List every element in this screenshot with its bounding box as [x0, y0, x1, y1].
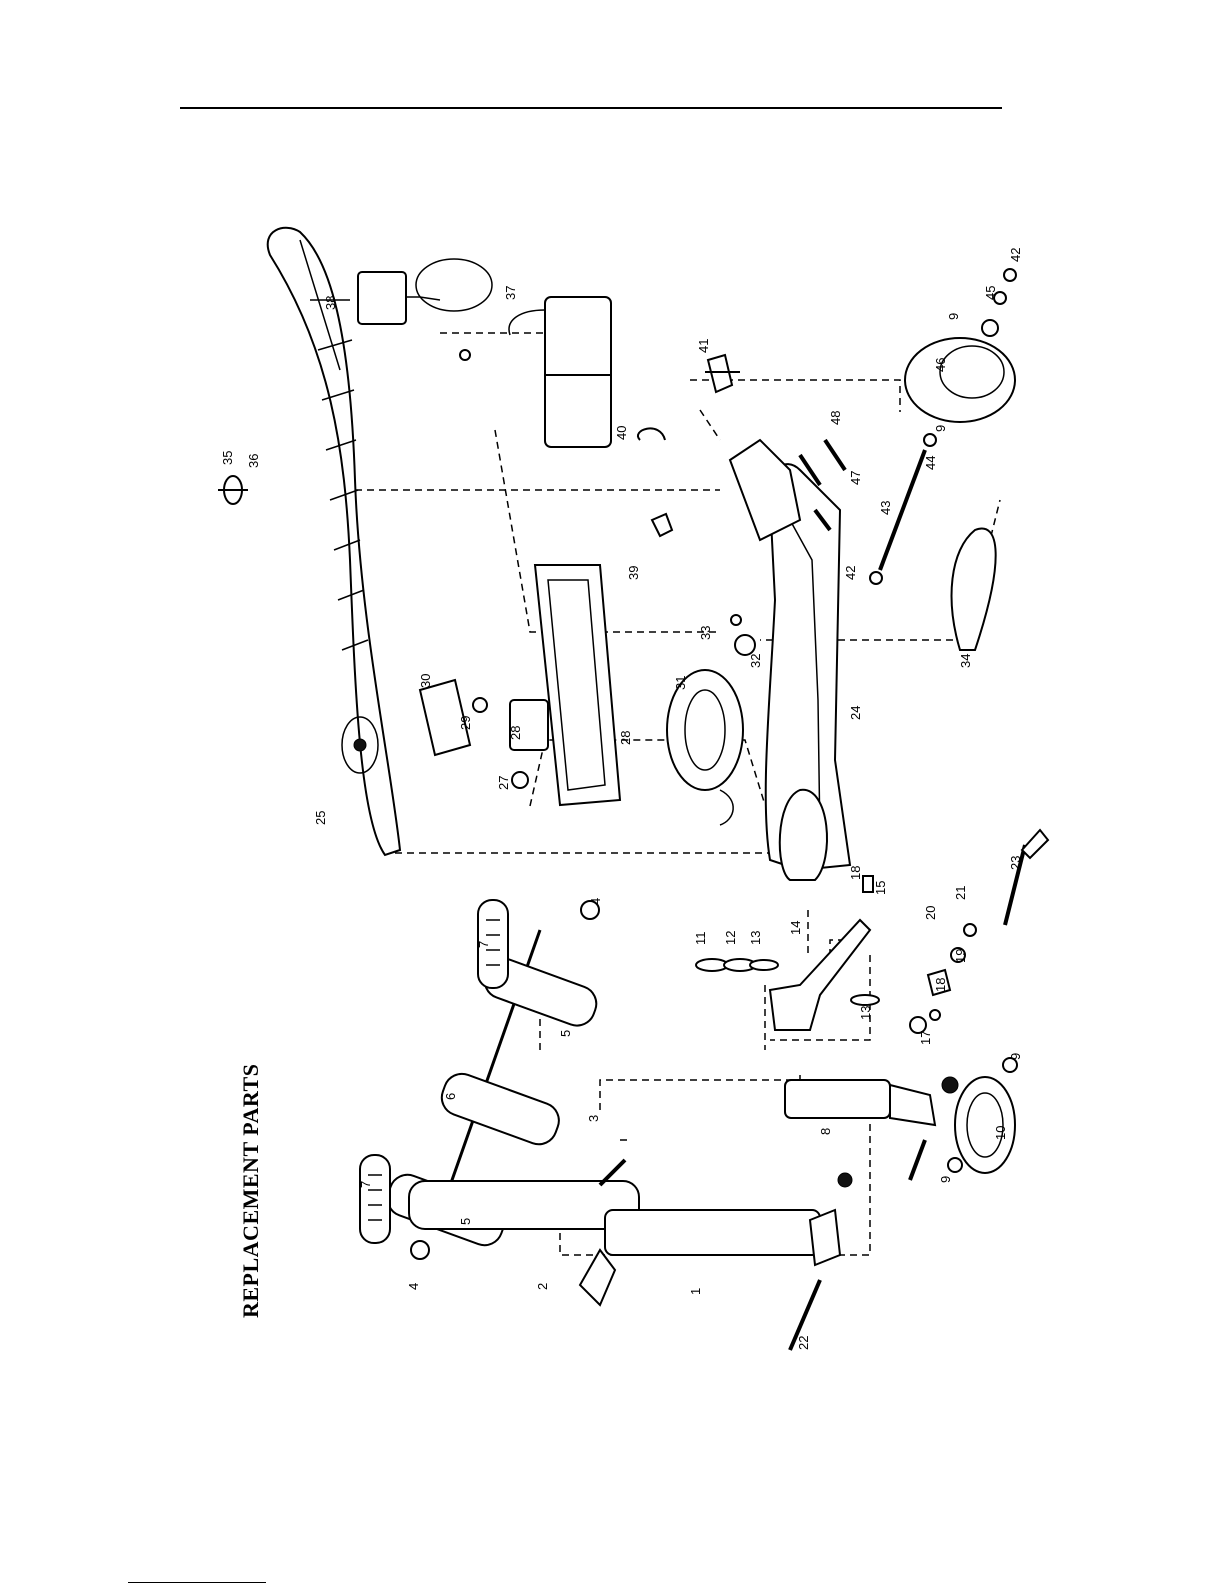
part-number-label: 27	[496, 776, 511, 790]
front-fork-part	[785, 1077, 958, 1180]
part-number-label: 9	[938, 1176, 953, 1183]
front-wheel-part	[948, 1058, 1017, 1173]
drive-belt-part	[952, 529, 996, 651]
part-number-label: 2	[535, 1283, 550, 1290]
part-number-label: 5	[558, 1030, 573, 1037]
part-number-label: 25	[313, 811, 328, 825]
part-number-label: 34	[958, 654, 973, 668]
bracket-part	[705, 355, 740, 392]
part-number-label: 18	[848, 866, 863, 880]
part-number-label: 37	[503, 286, 518, 300]
part-number-label: 7	[358, 1181, 373, 1188]
clip-parts	[638, 428, 672, 536]
part-number-label: 21	[953, 886, 968, 900]
part-number-label: 30	[418, 674, 433, 688]
part-number-label: 12	[723, 931, 738, 945]
page-title: REPLACEMENT PARTS	[238, 1064, 263, 1318]
part-number-label: 7	[476, 941, 491, 948]
battery-tray-part	[535, 565, 620, 805]
part-number-label: 42	[843, 566, 858, 580]
part-number-label: 24	[848, 706, 863, 720]
part-number-label: 28	[618, 731, 633, 745]
motor-part	[667, 615, 755, 825]
part-number-label: 33	[698, 626, 713, 640]
part-number-label: 29	[458, 716, 473, 730]
part-number-label: 9	[946, 313, 961, 320]
part-number-label: 39	[626, 566, 641, 580]
part-number-label: 9	[933, 425, 948, 432]
part-number-label: 15	[873, 881, 888, 895]
part-number-label: 5	[458, 1218, 473, 1225]
power-adapter-part	[358, 259, 492, 360]
battery-pack-part	[509, 297, 611, 447]
part-number-label: 13	[858, 1006, 873, 1020]
part-number-label: 4	[406, 1283, 421, 1290]
part-number-label: 47	[848, 471, 863, 485]
part-number-label: 8	[818, 1128, 833, 1135]
part-number-label: 35	[220, 451, 235, 465]
part-number-label: 45	[983, 286, 998, 300]
part-number-label: 13	[748, 931, 763, 945]
part-number-label: 31	[673, 676, 688, 690]
part-number-label: 41	[696, 339, 711, 353]
part-number-label: 4	[588, 898, 603, 905]
part-number-label: 48	[828, 411, 843, 425]
part-number-label: 43	[878, 501, 893, 515]
part-number-label: 20	[923, 906, 938, 920]
part-number-label: 14	[788, 921, 803, 935]
part-number-label: 1	[688, 1288, 703, 1295]
part-number-label: 18	[933, 978, 948, 992]
part-number-label: 32	[748, 654, 763, 668]
lever-part	[1005, 830, 1048, 925]
knob-part	[218, 476, 248, 504]
part-number-label: 22	[796, 1336, 811, 1350]
part-number-label: 19	[953, 949, 968, 963]
part-number-label: 6	[443, 1093, 458, 1100]
part-number-label: 46	[933, 358, 948, 372]
steering-bracket-part	[696, 876, 976, 1033]
part-number-label: 36	[246, 454, 261, 468]
part-number-label: 10	[993, 1126, 1008, 1140]
part-number-label: 11	[693, 932, 708, 946]
part-number-label: 38	[323, 296, 338, 310]
rear-wheel-part	[905, 269, 1016, 422]
part-number-label: 3	[586, 1115, 601, 1122]
switch-assembly-part	[420, 680, 548, 788]
part-number-label: 40	[614, 426, 629, 440]
part-number-label: 44	[923, 456, 938, 470]
part-number-label: 9	[1008, 1053, 1023, 1060]
part-number-label: 42	[1008, 248, 1023, 262]
part-number-label: 17	[918, 1031, 933, 1045]
part-number-label: 28	[508, 726, 523, 740]
part-number-label: 23	[1008, 856, 1023, 870]
